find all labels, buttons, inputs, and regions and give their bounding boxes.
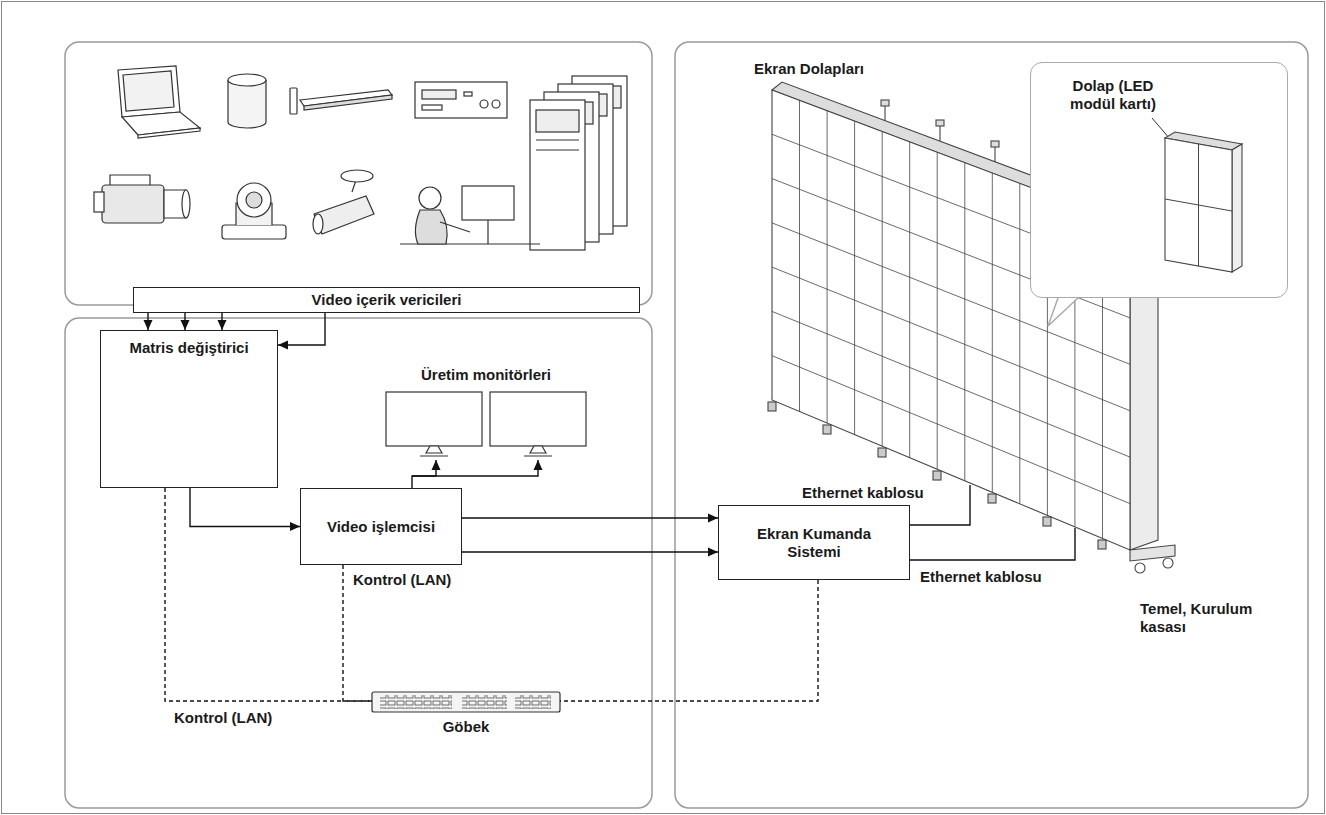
connector-line	[190, 488, 300, 527]
node-text: Video işlemcisi	[327, 518, 435, 536]
network-hub	[372, 692, 560, 712]
node-text: Ekran Kumanda Sistemi	[749, 525, 879, 561]
node-text: Üretim monitörleri	[421, 366, 551, 384]
ethernet-cable	[910, 485, 1075, 560]
connector-line	[560, 580, 818, 701]
production-monitors	[386, 392, 586, 456]
arrow-head	[708, 548, 718, 557]
connector-line	[412, 460, 436, 488]
arrow-head	[278, 341, 288, 350]
arrow-head	[534, 460, 543, 470]
signal-arrow	[190, 488, 300, 531]
source-bar: Video içerik vericileri	[133, 287, 640, 313]
node-text: Dolap (LED modül kartı)	[1053, 77, 1173, 113]
signal-arrow	[278, 313, 325, 350]
base-frame-name: Temel, Kurulum kasası	[1138, 600, 1282, 636]
arrow-head	[290, 522, 300, 531]
cable-name: Ethernet kablosu	[918, 568, 1044, 586]
arrow-head	[432, 460, 441, 470]
node-text: Video içerik vericileri	[312, 291, 462, 309]
connector-line	[278, 313, 325, 345]
node-text: Göbek	[443, 718, 490, 736]
edge-label: Kontrol (LAN)	[172, 709, 274, 727]
edge-label: Kontrol (LAN)	[351, 571, 453, 589]
cabinet-callout: Dolap (LED modül kartı)	[1030, 62, 1288, 298]
cable-name: Ethernet kablosu	[800, 484, 926, 502]
source-devices	[94, 66, 627, 250]
display-wall-name: Ekran Dolapları	[752, 60, 866, 78]
display-panel	[675, 42, 1308, 808]
matrix-switcher-box: Matris değiştirici	[100, 330, 278, 488]
arrow-head	[708, 514, 718, 523]
control-lan-link	[560, 580, 818, 701]
source-panel	[65, 42, 652, 305]
display-controller-box: Ekran Kumanda Sistemi	[718, 505, 910, 580]
node-text: Matris değiştirici	[129, 339, 248, 357]
connector-line	[462, 551, 718, 552]
arrow-head	[144, 320, 153, 330]
video-processor-box: Video işlemcisi	[300, 488, 462, 565]
signal-arrow	[218, 313, 227, 330]
arrow-head	[218, 320, 227, 330]
signal-arrow	[462, 514, 718, 523]
arrow-head	[181, 320, 190, 330]
control-panel	[65, 318, 652, 808]
hub-group: Göbek	[372, 690, 560, 740]
connector-line	[462, 517, 718, 518]
monitor-group: Üretim monitörleri	[380, 362, 592, 460]
cabinet-inset-illustration	[1030, 62, 1288, 326]
connector-line	[412, 460, 538, 476]
signal-arrow	[462, 548, 718, 557]
signal-arrow	[144, 313, 153, 330]
signal-arrow	[181, 313, 190, 330]
signal-arrow	[412, 460, 543, 488]
